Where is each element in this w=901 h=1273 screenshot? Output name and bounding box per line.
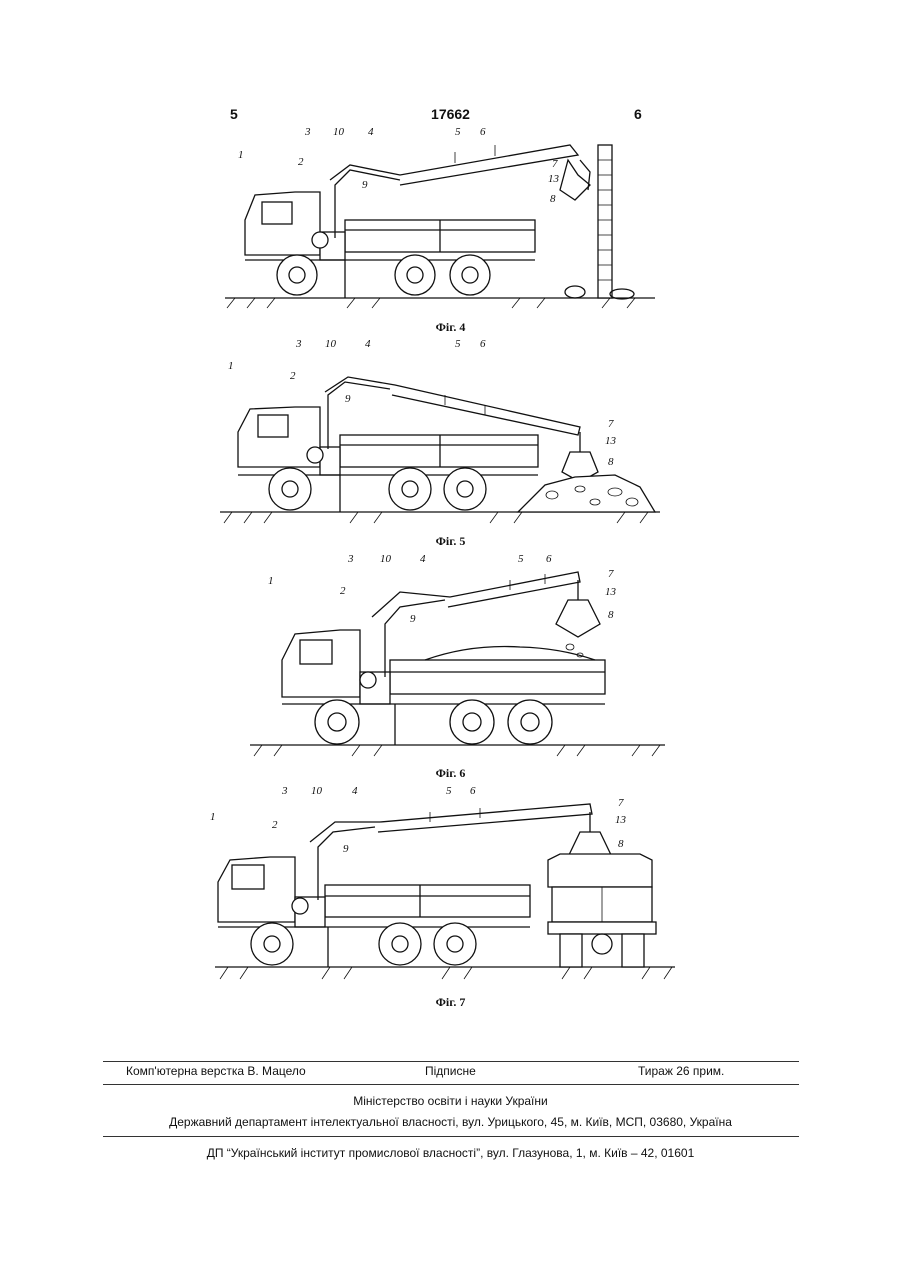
svg-text:13: 13 (548, 173, 560, 185)
svg-text:4: 4 (365, 338, 371, 350)
truck-body (245, 192, 535, 260)
svg-text:2: 2 (340, 585, 346, 597)
footer-rule-bottom (103, 1136, 799, 1137)
svg-text:8: 8 (608, 456, 614, 468)
footer-institute: ДП “Український інститут промислової вла… (0, 1146, 901, 1160)
figure-7-caption: Фіг. 7 (0, 995, 901, 1010)
svg-text:10: 10 (325, 338, 337, 350)
svg-text:7: 7 (608, 418, 614, 430)
ground-hatching (254, 745, 660, 756)
footer-signed: Підписне (425, 1064, 476, 1078)
footer-department: Державний департамент інтелектуальної вл… (0, 1115, 901, 1129)
svg-text:13: 13 (605, 586, 617, 598)
svg-text:1: 1 (238, 149, 244, 161)
truck-wheels (277, 255, 490, 295)
svg-text:4: 4 (368, 126, 374, 138)
svg-text:7: 7 (552, 158, 558, 170)
svg-text:13: 13 (605, 435, 617, 447)
svg-text:2: 2 (298, 156, 304, 168)
svg-text:5: 5 (455, 126, 461, 138)
svg-text:2: 2 (272, 819, 278, 831)
svg-text:3: 3 (347, 553, 354, 565)
truck-body (218, 857, 530, 927)
figure-4-drawing: 1 2 3 10 4 5 6 7 13 8 9 (0, 120, 901, 320)
grab-bucket (560, 160, 590, 200)
svg-text:8: 8 (550, 193, 556, 205)
callouts: 1 2 3 10 4 5 6 7 13 8 9 (210, 785, 627, 855)
svg-text:8: 8 (608, 609, 614, 621)
svg-text:13: 13 (615, 814, 627, 826)
svg-text:6: 6 (480, 338, 486, 350)
svg-text:1: 1 (268, 575, 274, 587)
figure-7-drawing: 1 2 3 10 4 5 6 7 13 8 9 (0, 782, 901, 997)
trailer-hopper (548, 854, 656, 967)
svg-text:9: 9 (343, 843, 349, 855)
grab-bucket (562, 432, 598, 482)
footer-rule-top (103, 1061, 799, 1062)
svg-text:4: 4 (352, 785, 358, 797)
footer-layout-credit: Комп'ютерна верстка В. Мацело (126, 1064, 306, 1078)
svg-text:9: 9 (345, 393, 351, 405)
svg-text:3: 3 (304, 126, 311, 138)
svg-text:2: 2 (290, 370, 296, 382)
svg-text:10: 10 (380, 553, 392, 565)
material-pile (518, 475, 655, 512)
svg-text:8: 8 (618, 838, 624, 850)
figure-4-caption: Фіг. 4 (0, 320, 901, 335)
footer-circulation: Тираж 26 прим. (638, 1064, 724, 1078)
ground-hatching (220, 967, 672, 979)
svg-text:7: 7 (608, 568, 614, 580)
svg-text:5: 5 (446, 785, 452, 797)
footer-rule-middle (103, 1084, 799, 1085)
figure-6-drawing: 1 2 3 10 4 5 6 7 13 8 9 (0, 552, 901, 767)
truck-body (282, 630, 605, 704)
svg-text:4: 4 (420, 553, 426, 565)
svg-text:5: 5 (518, 553, 524, 565)
svg-text:9: 9 (410, 613, 416, 625)
svg-text:9: 9 (362, 179, 368, 191)
figure-6-caption: Фіг. 6 (0, 766, 901, 781)
footer-ministry: Міністерство освіти і науки України (0, 1094, 901, 1108)
svg-text:10: 10 (333, 126, 345, 138)
truck-wheels (269, 468, 486, 510)
figure-5-drawing: 1 2 3 10 4 5 6 7 13 8 9 (0, 337, 901, 537)
svg-text:6: 6 (546, 553, 552, 565)
brick-wall (598, 145, 612, 298)
svg-text:6: 6 (480, 126, 486, 138)
svg-text:6: 6 (470, 785, 476, 797)
svg-text:3: 3 (295, 338, 302, 350)
svg-text:1: 1 (210, 811, 216, 823)
svg-text:3: 3 (281, 785, 288, 797)
truck-wheels (315, 700, 552, 744)
svg-text:7: 7 (618, 797, 624, 809)
ground-hatching (224, 512, 648, 523)
svg-text:10: 10 (311, 785, 323, 797)
ground-hatching (227, 298, 635, 308)
figure-5-caption: Фіг. 5 (0, 534, 901, 549)
svg-text:1: 1 (228, 360, 234, 372)
svg-text:5: 5 (455, 338, 461, 350)
truck-wheels (251, 923, 476, 965)
grab-bucket (556, 580, 600, 657)
